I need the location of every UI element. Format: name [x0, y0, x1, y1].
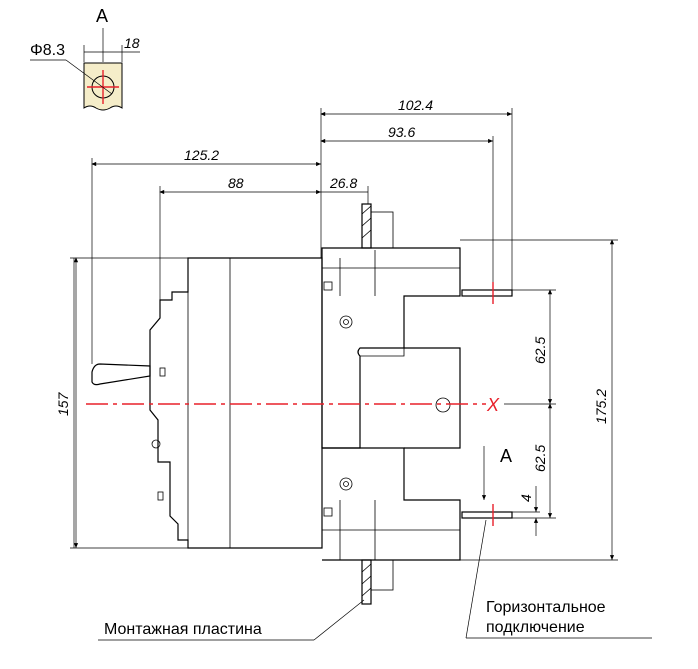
- dim-26-8: 26.8: [329, 175, 357, 191]
- dim-175-2: 175.2: [593, 389, 609, 424]
- hole-leader: [65, 59, 113, 95]
- busbar-bottom: [461, 511, 513, 519]
- mounting-plate-top: [361, 203, 372, 249]
- mounting-plate-callout: Монтажная пластина: [104, 621, 262, 638]
- terminal-block-lower: [322, 447, 461, 561]
- dimension-lines: [70, 108, 618, 561]
- mounting-plate-bottom: [361, 559, 372, 605]
- breaker-housing: [149, 257, 323, 549]
- dim-125-2: 125.2: [184, 147, 219, 163]
- dim-62-5-bottom: 62.5: [532, 445, 548, 472]
- mounting-hole: [435, 397, 451, 413]
- dim-88: 88: [228, 175, 244, 191]
- detail-view-a: A Φ8.3 18: [30, 6, 140, 111]
- detail-view-label: A: [96, 6, 108, 26]
- toggle-handle: [91, 363, 151, 386]
- horizontal-connection-callout-1: Горизонтальное: [486, 599, 606, 616]
- callouts: [98, 519, 652, 641]
- view-a-arrow-label: A: [500, 446, 512, 466]
- dim-4: 4: [518, 494, 534, 502]
- detail-width-label: 18: [124, 35, 140, 51]
- busbar-top: [461, 289, 513, 297]
- dim-157: 157: [55, 391, 71, 416]
- hole-diameter-label: Φ8.3: [30, 42, 65, 59]
- axis-x-label: X: [486, 395, 500, 415]
- horizontal-connection-callout-2: подключение: [486, 619, 585, 636]
- dim-102-4: 102.4: [398, 97, 433, 113]
- dim-93-6: 93.6: [388, 124, 415, 140]
- dim-62-5-top: 62.5: [532, 337, 548, 364]
